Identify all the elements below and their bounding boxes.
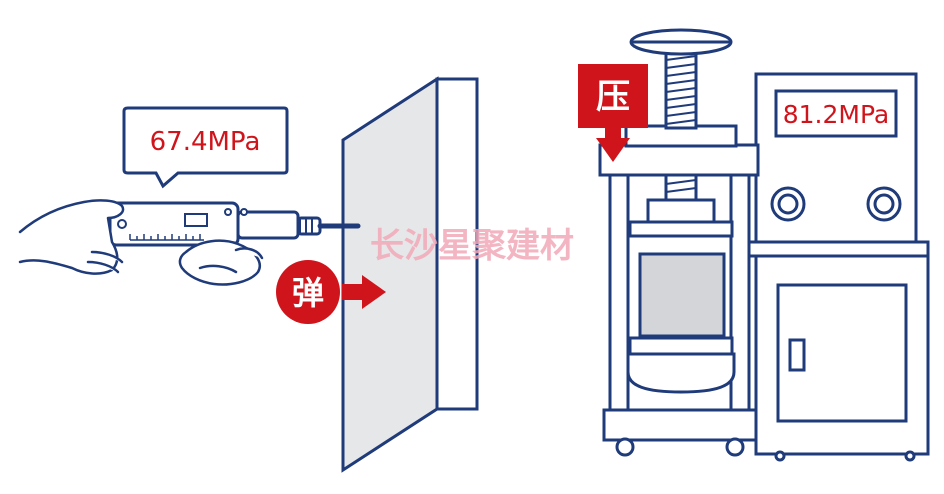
compression-test-scene: 81.2MPa <box>578 28 930 462</box>
concrete-specimen <box>638 252 726 338</box>
arrow-down-icon <box>596 128 630 162</box>
rebound-badge-label: 弹 <box>292 274 324 312</box>
compression-badge: 压 <box>578 64 648 162</box>
readout-right-value: 81.2MPa <box>783 100 890 129</box>
rebound-badge: 弹 <box>276 260 386 324</box>
rebound-test-scene: 67.4MPa <box>18 76 479 473</box>
compression-badge-label: 压 <box>596 77 630 117</box>
watermark-text: 长沙星聚建材 <box>370 226 574 266</box>
press-frame <box>598 28 916 462</box>
readout-bubble-left: 67.4MPa <box>122 106 289 189</box>
concrete-wall <box>341 76 479 473</box>
arrow-right-icon <box>342 275 386 309</box>
screw-threads <box>665 55 697 193</box>
hands-illustration <box>18 199 264 286</box>
control-cabinet <box>742 72 930 456</box>
hammer-scale <box>129 234 204 241</box>
rebound-hammer <box>108 201 361 247</box>
readout-left-value: 67.4MPa <box>150 127 261 157</box>
